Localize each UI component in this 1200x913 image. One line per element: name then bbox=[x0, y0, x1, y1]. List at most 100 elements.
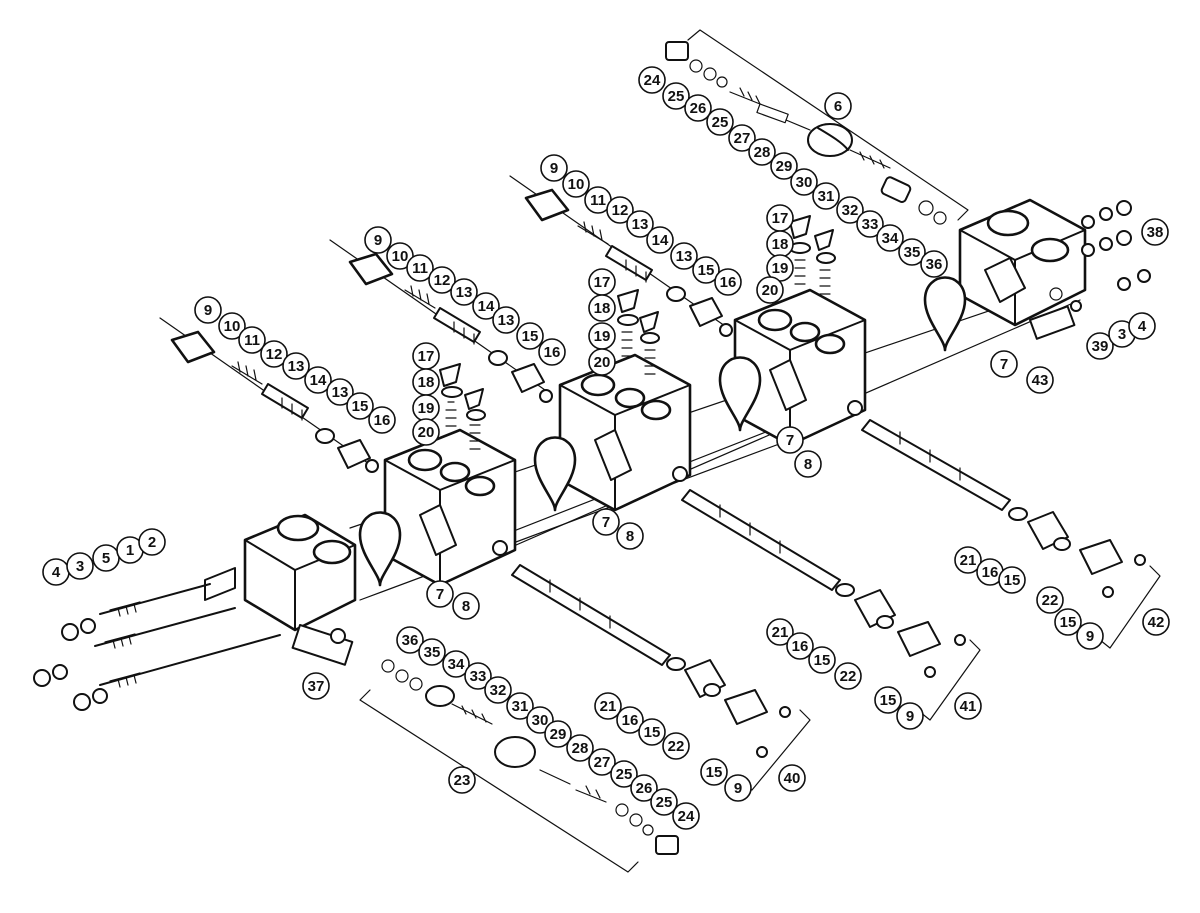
callout-circle bbox=[650, 788, 678, 816]
callout-number: 13 bbox=[456, 284, 473, 301]
callout-number: 2 bbox=[148, 534, 156, 551]
callout-33: 33 bbox=[464, 662, 492, 690]
callout-13: 13 bbox=[450, 278, 478, 306]
callout-number: 4 bbox=[52, 564, 61, 581]
callout-circle bbox=[874, 686, 902, 714]
callout-circle bbox=[452, 592, 480, 620]
callout-circle bbox=[756, 276, 784, 304]
callout-number: 15 bbox=[706, 764, 723, 781]
callout-33: 33 bbox=[856, 210, 884, 238]
callout-number: 21 bbox=[960, 552, 977, 569]
callout-number: 40 bbox=[784, 770, 801, 787]
callout-number: 11 bbox=[244, 332, 260, 349]
callout-7: 7 bbox=[990, 350, 1018, 378]
callout-24: 24 bbox=[672, 802, 700, 830]
callout-number: 19 bbox=[772, 260, 789, 277]
callout-circle bbox=[728, 124, 756, 152]
callout-12: 12 bbox=[260, 340, 288, 368]
callout-circle bbox=[610, 760, 638, 788]
callout-number: 24 bbox=[678, 808, 695, 825]
callout-20: 20 bbox=[756, 276, 784, 304]
callout-number: 16 bbox=[544, 344, 561, 361]
callout-number: 23 bbox=[454, 772, 471, 789]
callout-27: 27 bbox=[728, 124, 756, 152]
callout-circle bbox=[406, 254, 434, 282]
callout-circle bbox=[566, 734, 594, 762]
callout-circle bbox=[998, 566, 1026, 594]
callout-20: 20 bbox=[412, 418, 440, 446]
callout-16: 16 bbox=[714, 268, 742, 296]
callout-number: 18 bbox=[772, 236, 789, 253]
callout-circle bbox=[724, 774, 752, 802]
callout-18: 18 bbox=[766, 230, 794, 258]
callout-circle bbox=[472, 292, 500, 320]
callout-37: 37 bbox=[302, 672, 330, 700]
callout-number: 15 bbox=[698, 262, 715, 279]
callout-34: 34 bbox=[876, 224, 904, 252]
callout-number: 31 bbox=[818, 188, 835, 205]
callout-circle bbox=[876, 224, 904, 252]
callout-circle bbox=[896, 702, 924, 730]
callout-number: 7 bbox=[602, 514, 610, 531]
callout-number: 16 bbox=[792, 638, 809, 655]
callout-circle bbox=[790, 168, 818, 196]
callout-number: 14 bbox=[478, 298, 495, 315]
callout-35: 35 bbox=[418, 638, 446, 666]
callout-number: 4 bbox=[1138, 318, 1147, 335]
callout-number: 17 bbox=[594, 274, 611, 291]
callout-number: 19 bbox=[418, 400, 435, 417]
spools-and-caps bbox=[511, 419, 1146, 758]
callout-number: 33 bbox=[862, 216, 879, 233]
callout-16: 16 bbox=[368, 406, 396, 434]
callout-circle bbox=[588, 348, 616, 376]
callout-25: 25 bbox=[650, 788, 678, 816]
callout-number: 25 bbox=[616, 766, 633, 783]
callout-circle bbox=[562, 170, 590, 198]
callout-circle bbox=[638, 718, 666, 746]
callout-25: 25 bbox=[706, 108, 734, 136]
callout-number: 43 bbox=[1032, 372, 1049, 389]
callout-circle bbox=[672, 802, 700, 830]
outlet-end-section bbox=[958, 198, 1151, 340]
callout-circle bbox=[448, 766, 476, 794]
callout-circle bbox=[450, 278, 478, 306]
callout-circle bbox=[662, 82, 690, 110]
check-valve-stacks bbox=[439, 215, 836, 450]
callout-7: 7 bbox=[426, 580, 454, 608]
callout-23: 23 bbox=[448, 766, 476, 794]
callout-9: 9 bbox=[896, 702, 924, 730]
callout-15: 15 bbox=[998, 566, 1026, 594]
callout-25: 25 bbox=[662, 82, 690, 110]
callout-7: 7 bbox=[776, 426, 804, 454]
callout-24: 24 bbox=[638, 66, 666, 94]
callout-8: 8 bbox=[616, 522, 644, 550]
callout-number: 16 bbox=[374, 412, 391, 429]
callout-number: 24 bbox=[644, 72, 661, 89]
callout-number: 11 bbox=[412, 260, 428, 277]
callout-circle bbox=[544, 720, 572, 748]
callout-17: 17 bbox=[412, 342, 440, 370]
callout-number: 42 bbox=[1148, 614, 1165, 631]
callout-19: 19 bbox=[588, 322, 616, 350]
callout-circle bbox=[412, 418, 440, 446]
callout-number: 19 bbox=[594, 328, 611, 345]
callout-number: 29 bbox=[776, 158, 793, 175]
callout-number: 15 bbox=[814, 652, 831, 669]
callout-circle bbox=[626, 210, 654, 238]
callout-circle bbox=[538, 338, 566, 366]
callout-number: 41 bbox=[960, 698, 977, 715]
callout-circle bbox=[1036, 586, 1064, 614]
callout-circle bbox=[540, 154, 568, 182]
callout-27: 27 bbox=[588, 748, 616, 776]
callout-number: 15 bbox=[644, 724, 661, 741]
callout-11: 11 bbox=[584, 186, 612, 214]
callout-circle bbox=[516, 322, 544, 350]
callout-9: 9 bbox=[194, 296, 222, 324]
callout-number: 26 bbox=[690, 100, 707, 117]
callout-circle bbox=[714, 268, 742, 296]
callout-43: 43 bbox=[1026, 366, 1054, 394]
callout-number: 12 bbox=[612, 202, 629, 219]
callout-number: 8 bbox=[804, 456, 812, 473]
callout-number: 35 bbox=[424, 644, 441, 661]
